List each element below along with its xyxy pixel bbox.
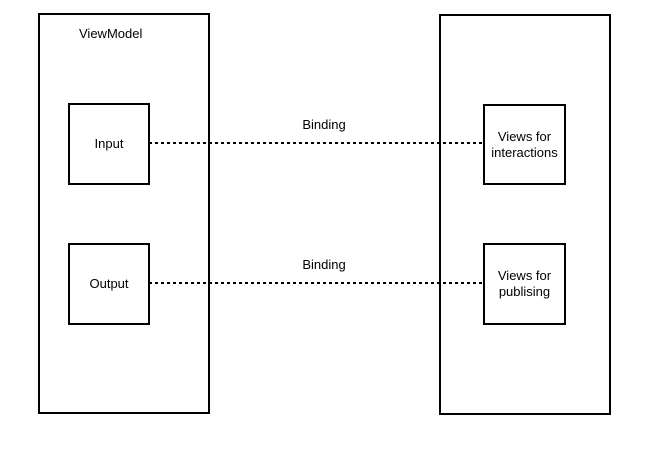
views-panel <box>439 14 611 415</box>
binding-label-output: Binding <box>302 257 346 272</box>
viewmodel-panel <box>38 13 210 414</box>
input-box: Input <box>68 103 150 185</box>
output-box: Output <box>68 243 150 325</box>
input-box-label: Input <box>94 136 124 151</box>
views-for-publising-label: Views for publising <box>497 268 552 299</box>
viewmodel-panel-label: ViewModel <box>79 26 143 41</box>
binding-connector-output <box>149 282 484 284</box>
binding-connector-input <box>149 142 484 144</box>
output-box-label: Output <box>89 276 129 291</box>
views-for-publising-box: Views for publising <box>483 243 566 325</box>
views-for-interactions-box: Views for interactions <box>483 104 566 185</box>
views-for-interactions-label: Views for interactions <box>491 128 558 160</box>
binding-label-input: Binding <box>302 117 346 132</box>
